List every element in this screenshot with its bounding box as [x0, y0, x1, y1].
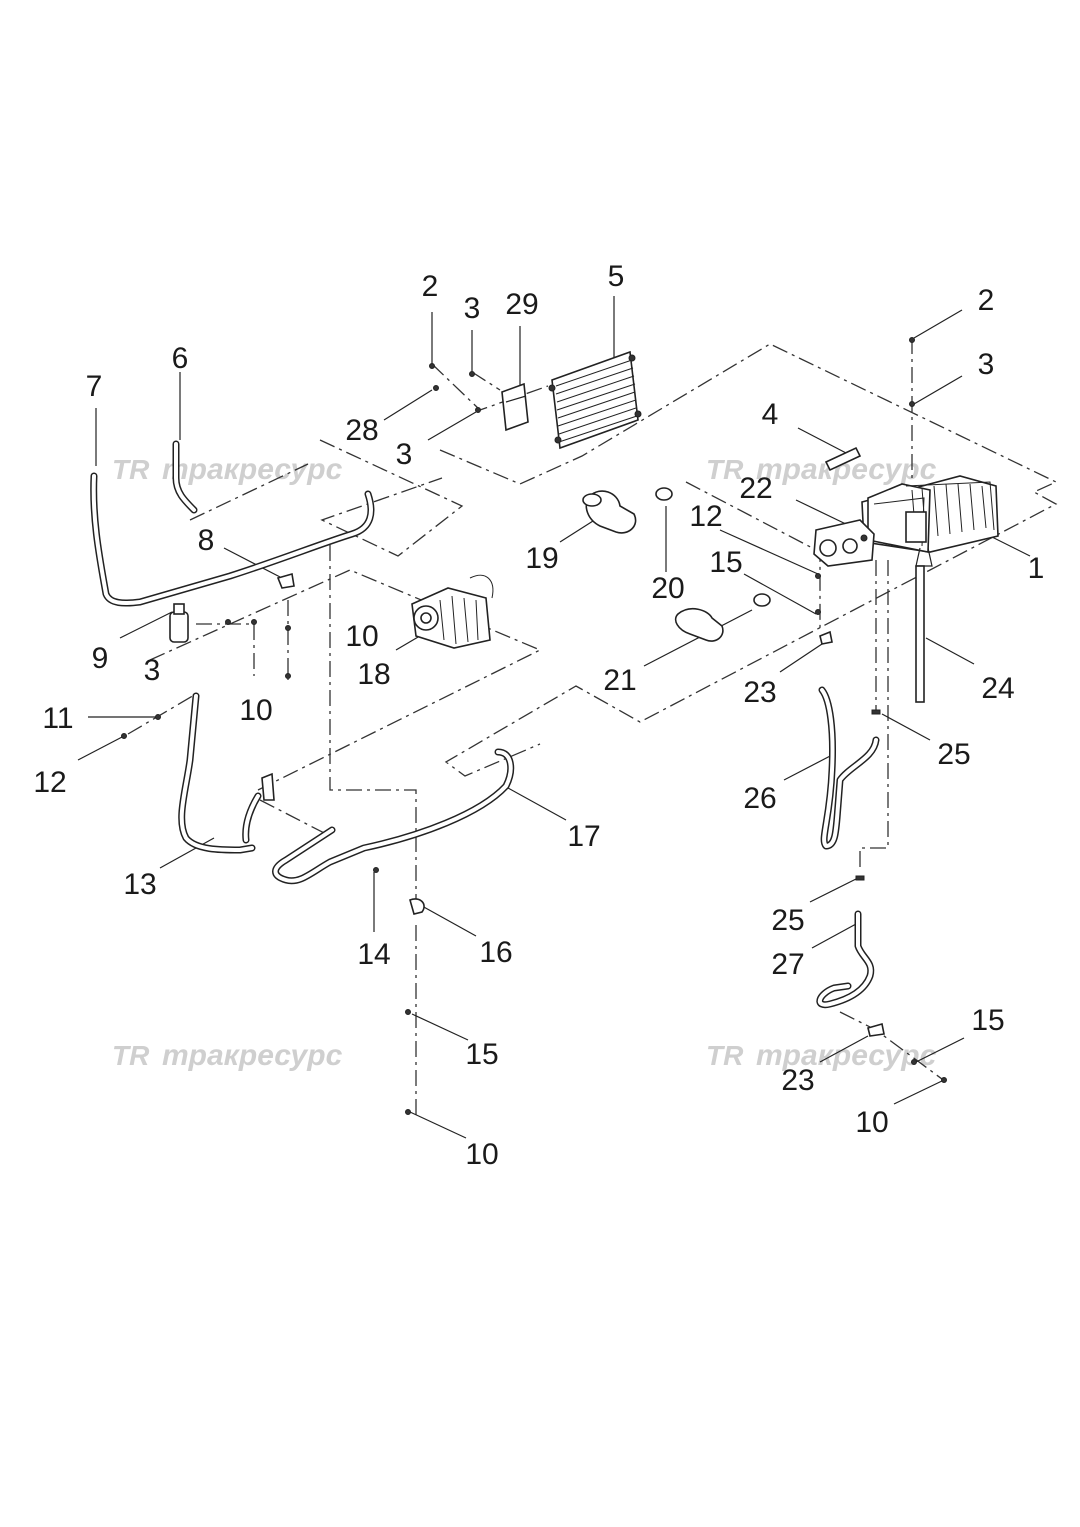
- duct-21: [674, 607, 724, 642]
- callout-15: 15: [465, 1038, 498, 1071]
- watermark-top-left: TR тракресурс: [112, 453, 343, 486]
- callout-3: 3: [144, 654, 161, 687]
- svg-text:TR: TR: [706, 1040, 744, 1071]
- blower-housing: [813, 519, 875, 567]
- bolts: [121, 337, 947, 1115]
- hvac-unit: [861, 475, 999, 567]
- callout-17: 17: [567, 820, 600, 853]
- svg-text:тракресурс: тракресурс: [162, 453, 343, 486]
- svg-text:тракресурс: тракресурс: [756, 1039, 937, 1072]
- callout-2: 2: [978, 284, 995, 317]
- leader-lines: [77, 296, 1031, 1139]
- bracket: [501, 382, 529, 432]
- callout-23: 23: [743, 676, 776, 709]
- callout-24: 24: [981, 672, 1014, 705]
- hose-26: [818, 686, 880, 850]
- hose-27: [816, 910, 875, 1009]
- hose-13: [178, 692, 262, 854]
- callout-26: 26: [743, 782, 776, 815]
- callout-6: 6: [172, 342, 189, 375]
- callout-16: 16: [479, 936, 512, 969]
- callout-19: 19: [525, 542, 558, 575]
- callout-10: 10: [465, 1138, 498, 1171]
- callout-29: 29: [505, 288, 538, 321]
- callout-2: 2: [422, 270, 439, 303]
- gasket-plate: [824, 446, 862, 472]
- duct-19: [582, 490, 637, 534]
- drain-tube: [915, 565, 925, 703]
- hose-7: [90, 472, 375, 607]
- svg-text:TR: TR: [706, 454, 744, 485]
- callout-3: 3: [464, 292, 481, 325]
- compressor: [411, 574, 494, 649]
- callout-25: 25: [771, 904, 804, 937]
- svg-text:TR: TR: [112, 1040, 150, 1071]
- receiver-drier: [169, 603, 189, 643]
- callout-11: 11: [42, 702, 73, 735]
- callout-13: 13: [123, 868, 156, 901]
- callout-10: 10: [855, 1106, 888, 1139]
- watermark-bottom-left: TR тракресурс: [112, 1039, 343, 1072]
- hose-6: [172, 440, 198, 514]
- callout-1: 1: [1028, 552, 1045, 585]
- callout-15: 15: [709, 546, 742, 579]
- callout-3: 3: [978, 348, 995, 381]
- callout-18: 18: [357, 658, 390, 691]
- callout-20: 20: [651, 572, 684, 605]
- hose-17: [272, 748, 515, 885]
- callout-3: 3: [396, 438, 413, 471]
- callout-22: 22: [739, 472, 772, 505]
- svg-text:тракресурс: тракресурс: [162, 1039, 343, 1072]
- condenser: [548, 350, 642, 450]
- callout-labels: 1 2 2 3 3 3 3 4 5 6 7 8 9 10 10 10 10 10…: [33, 260, 1044, 1171]
- callout-12: 12: [689, 500, 722, 533]
- callout-10: 10: [345, 620, 378, 653]
- clamps: [261, 630, 885, 1037]
- callout-15: 15: [971, 1004, 1004, 1037]
- clamp-rings: [655, 487, 771, 607]
- watermark-bottom-right: TR тракресурс: [706, 1039, 937, 1072]
- callout-21: 21: [603, 664, 636, 697]
- callout-8: 8: [198, 524, 215, 557]
- callout-5: 5: [608, 260, 625, 293]
- callout-27: 27: [771, 948, 804, 981]
- callout-9: 9: [92, 642, 109, 675]
- svg-text:TR: TR: [112, 454, 150, 485]
- callout-10: 10: [239, 694, 272, 727]
- callout-14: 14: [357, 938, 390, 971]
- callout-12: 12: [33, 766, 66, 799]
- clip: [276, 572, 295, 589]
- callout-25: 25: [937, 738, 970, 771]
- callout-7: 7: [86, 370, 103, 403]
- callout-28: 28: [345, 414, 378, 447]
- callout-4: 4: [762, 398, 779, 431]
- callout-23: 23: [781, 1064, 814, 1097]
